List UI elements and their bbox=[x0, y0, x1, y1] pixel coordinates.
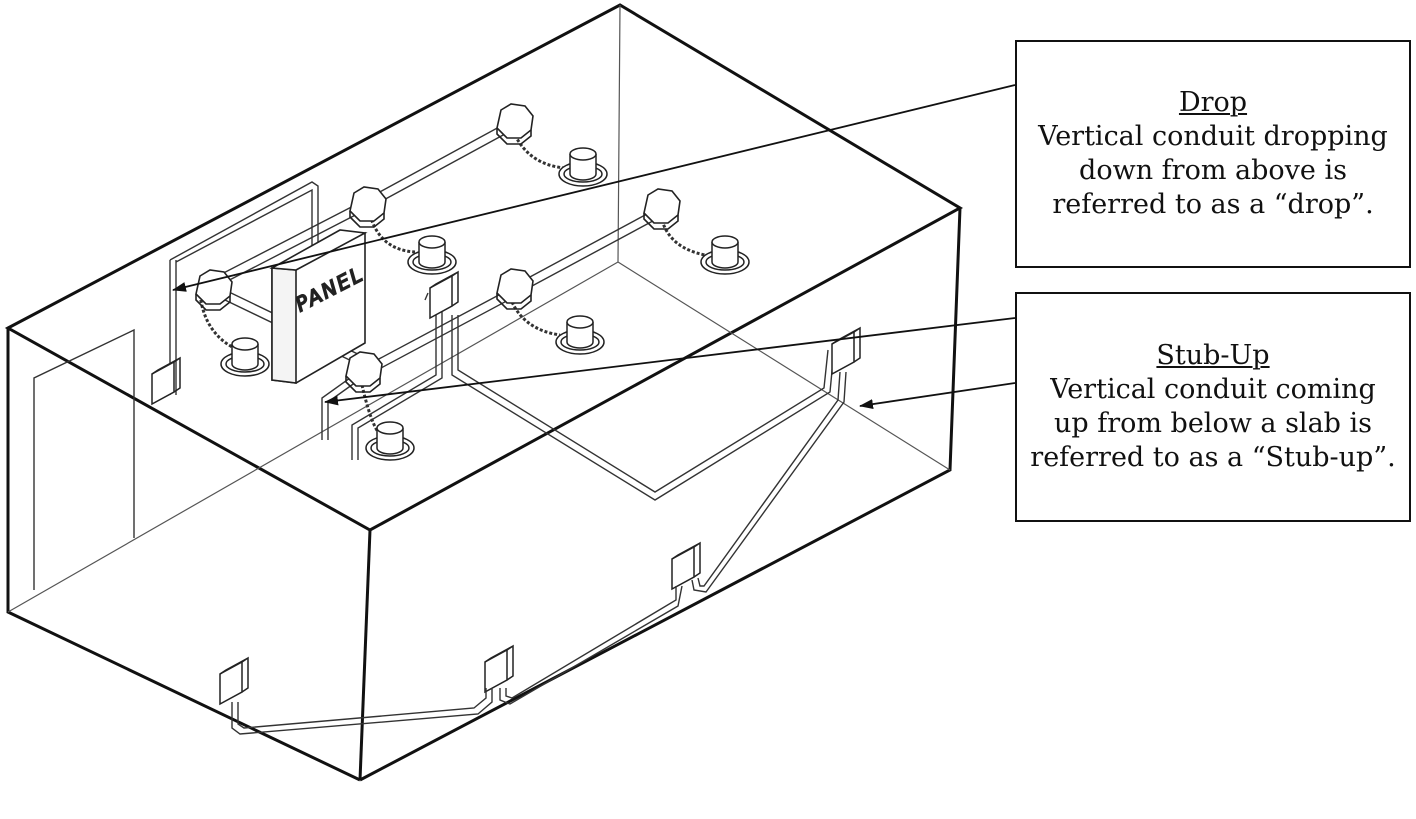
stub-arrow-1 bbox=[324, 317, 1016, 406]
drop-callout-line: Vertical conduit dropping bbox=[1038, 121, 1388, 152]
light-fixture bbox=[365, 421, 415, 461]
light-fixture bbox=[558, 147, 608, 187]
callout-arrows bbox=[172, 84, 1016, 410]
light-fixture bbox=[220, 337, 270, 377]
octagon-box bbox=[496, 268, 534, 310]
drop-callout: Drop Vertical conduit dropping down from… bbox=[1015, 40, 1411, 268]
octagon-box bbox=[195, 269, 233, 311]
octagon-box bbox=[496, 103, 534, 145]
light-fixture bbox=[407, 235, 457, 275]
conduit-run bbox=[691, 371, 847, 593]
drop-callout-line: referred to as a “drop”. bbox=[1052, 189, 1374, 220]
stub-up-callout-line: up from below a slab is bbox=[1053, 408, 1373, 439]
conduit-run bbox=[231, 688, 493, 735]
light-fixtures bbox=[220, 147, 750, 461]
switch-boxes bbox=[151, 270, 861, 706]
conduit-run bbox=[451, 315, 835, 501]
junction-boxes bbox=[195, 103, 681, 393]
building-top-edge bbox=[4, 3, 964, 532]
drop-callout-title: Drop bbox=[1178, 87, 1248, 118]
flex-whip bbox=[660, 219, 706, 257]
switch-box bbox=[151, 356, 181, 406]
conduit-run bbox=[361, 287, 517, 377]
switch-box bbox=[219, 656, 249, 706]
light-fixture bbox=[700, 235, 750, 275]
conduit-run bbox=[209, 199, 370, 289]
conduit-run bbox=[175, 188, 313, 263]
octagon-box bbox=[345, 351, 383, 393]
conduit-run bbox=[499, 585, 683, 705]
conduit-run bbox=[514, 206, 665, 294]
flex-whip bbox=[198, 294, 239, 352]
switch-box bbox=[484, 644, 514, 694]
octagon-box bbox=[643, 188, 681, 230]
conduit-run bbox=[237, 688, 487, 729]
octagon-box bbox=[349, 186, 387, 228]
stub-up-callout: Stub-Up Vertical conduit coming up from … bbox=[1015, 292, 1411, 522]
drop-callout-line: down from above is bbox=[1079, 155, 1347, 186]
building-hidden-edges bbox=[7, 4, 951, 613]
stub-up-callout-line: Vertical conduit coming bbox=[1050, 374, 1376, 405]
building-front-corner bbox=[358, 529, 372, 781]
stub-up-callout-line: referred to as a “Stub-up”. bbox=[1030, 442, 1396, 473]
flex-whip bbox=[510, 301, 561, 337]
conduit-run bbox=[169, 181, 319, 261]
switch-box bbox=[671, 541, 701, 591]
conduit-run bbox=[351, 292, 443, 460]
drop-arrow-1 bbox=[172, 84, 1016, 292]
stub-up-callout-title: Stub-Up bbox=[1156, 340, 1270, 371]
switch-box bbox=[429, 270, 459, 320]
building-front-face bbox=[6, 328, 361, 782]
switch-box bbox=[831, 326, 861, 376]
flex-whip bbox=[513, 134, 566, 170]
conduit-run bbox=[697, 371, 841, 587]
panel-side bbox=[271, 267, 297, 384]
door-outline bbox=[33, 328, 135, 590]
light-fixture bbox=[555, 315, 605, 355]
ceiling-conduits bbox=[169, 119, 835, 501]
conduit-run bbox=[505, 586, 677, 699]
slab-conduits bbox=[231, 371, 847, 735]
stub-arrow-2 bbox=[859, 382, 1016, 410]
conduit-run bbox=[364, 119, 517, 209]
